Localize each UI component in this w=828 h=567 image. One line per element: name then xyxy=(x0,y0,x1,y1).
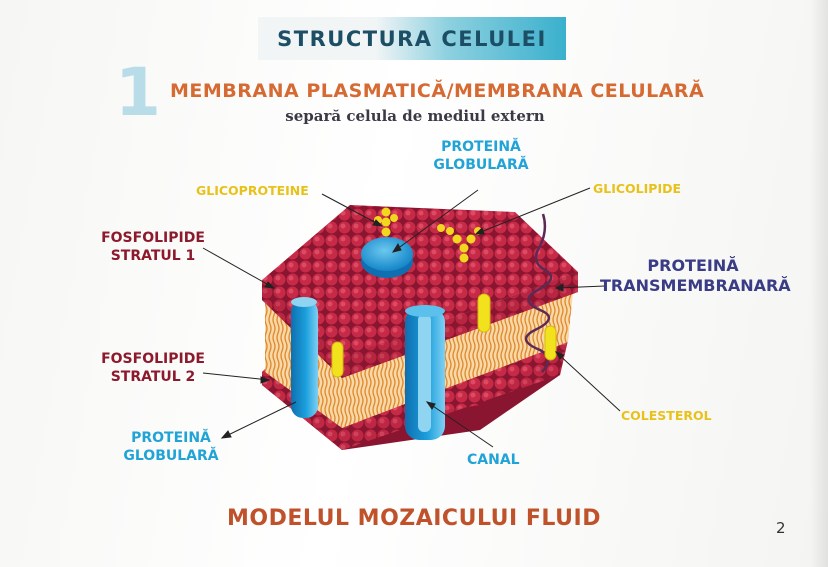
label-cholesterol: COLESTEROL xyxy=(621,408,712,423)
main-heading: MEMBRANA PLASMATICĂ/MEMBRANA CELULARĂ xyxy=(170,80,705,102)
label-phospholipids-layer-1: FOSFOLIPIDE STRATUL 1 xyxy=(101,230,205,264)
phospholipid-layer-1 xyxy=(262,205,578,378)
section-title: STRUCTURA CELULEI xyxy=(277,26,547,51)
label-channel: CANAL xyxy=(467,452,520,468)
transmembrane-protein-coil xyxy=(525,213,553,373)
label-transmembrane-protein: PROTEINĂ TRANSMEMBRANARĂ xyxy=(600,256,791,295)
glycolipid-chain xyxy=(437,224,482,263)
label-globular-protein-top: PROTEINĂ GLOBULARĂ xyxy=(433,139,529,173)
globular-protein-top xyxy=(361,237,413,278)
page-number: 2 xyxy=(776,519,786,537)
glycoprotein-chain xyxy=(374,207,398,237)
page-edge-shadow xyxy=(810,0,828,567)
section-title-bar: STRUCTURA CELULEI xyxy=(258,17,566,60)
channel-protein xyxy=(405,305,445,440)
cholesterol-molecules xyxy=(331,293,557,378)
leader-arrows xyxy=(202,187,621,448)
section-number: 1 xyxy=(115,54,161,131)
label-glycoproteins: GLICOPROTEINE xyxy=(196,183,309,198)
model-title: MODELUL MOZAICULUI FLUID xyxy=(227,506,601,531)
globular-protein-bottom xyxy=(291,297,318,418)
label-phospholipids-layer-2: FOSFOLIPIDE STRATUL 2 xyxy=(101,351,205,385)
subtitle: separă celula de mediul extern xyxy=(285,107,545,125)
label-globular-protein-bottom: PROTEINĂ GLOBULARĂ xyxy=(123,430,219,464)
label-glycolipids: GLICOLIPIDE xyxy=(593,181,682,196)
